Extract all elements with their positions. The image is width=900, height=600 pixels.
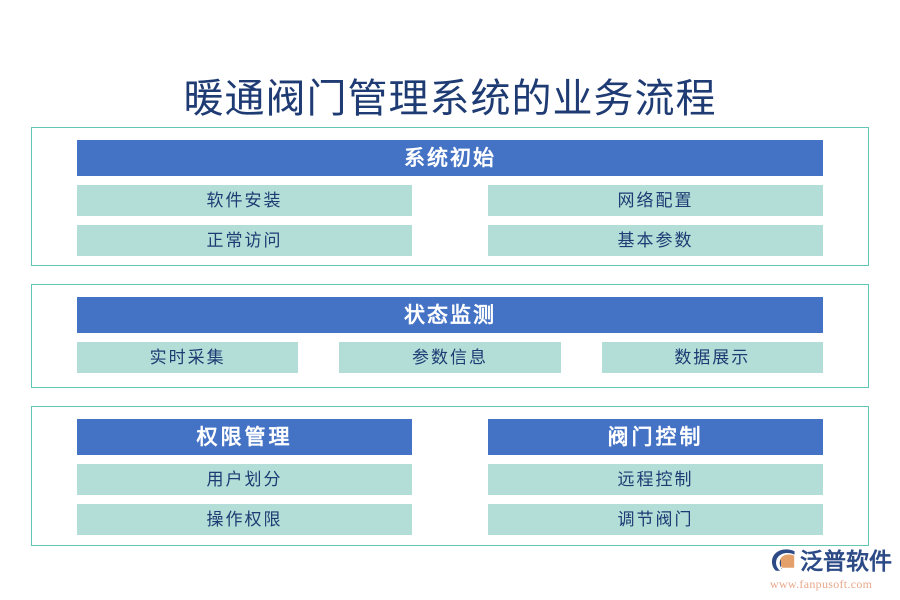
logo-website-url: www.fanpusoft.com	[770, 577, 873, 591]
item-box[interactable]: 操作权限	[77, 504, 412, 535]
flow-container: 系统初始 软件安装 正常访问 网络配置 基本参数 状态监测 实时采集 参数信息 …	[31, 127, 869, 546]
item-box[interactable]: 正常访问	[77, 225, 412, 256]
logo-brand-name: 泛普软件	[800, 548, 892, 574]
item-box[interactable]: 网络配置	[488, 185, 823, 216]
page-title: 暖通阀门管理系统的业务流程	[183, 76, 717, 121]
fanpu-logo-mark-icon	[770, 548, 797, 575]
section-header-system-init: 系统初始	[77, 140, 823, 176]
system-init-grid: 软件安装 正常访问 网络配置 基本参数	[77, 185, 823, 256]
section-header-valve-control: 阀门控制	[488, 419, 823, 455]
status-monitor-row: 实时采集 参数信息 数据展示	[77, 342, 823, 373]
section-status-monitor: 状态监测 实时采集 参数信息 数据展示	[31, 284, 869, 388]
system-init-column-left: 软件安装 正常访问	[77, 185, 412, 256]
item-box[interactable]: 调节阀门	[488, 504, 823, 535]
item-box[interactable]: 软件安装	[77, 185, 412, 216]
section-header-status-monitor: 状态监测	[77, 297, 823, 333]
item-box[interactable]: 数据展示	[601, 342, 823, 373]
section-permission-and-valve: 权限管理 用户划分 操作权限 阀门控制 远程控制 调节阀门	[31, 406, 869, 546]
item-box[interactable]: 用户划分	[77, 464, 412, 495]
item-box[interactable]: 基本参数	[488, 225, 823, 256]
group-permission-management: 权限管理 用户划分 操作权限	[77, 419, 412, 535]
logo-top-row: 泛普软件	[770, 546, 892, 576]
section-header-permission-management: 权限管理	[77, 419, 412, 455]
item-box[interactable]: 远程控制	[488, 464, 823, 495]
system-init-column-right: 网络配置 基本参数	[488, 185, 823, 256]
item-box[interactable]: 实时采集	[77, 342, 299, 373]
item-box[interactable]: 参数信息	[339, 342, 561, 373]
brand-logo: 泛普软件 www.fanpusoft.com	[770, 546, 892, 594]
group-valve-control: 阀门控制 远程控制 调节阀门	[488, 419, 823, 535]
section-system-init: 系统初始 软件安装 正常访问 网络配置 基本参数	[31, 127, 869, 266]
permission-valve-groups: 权限管理 用户划分 操作权限 阀门控制 远程控制 调节阀门	[77, 419, 823, 535]
